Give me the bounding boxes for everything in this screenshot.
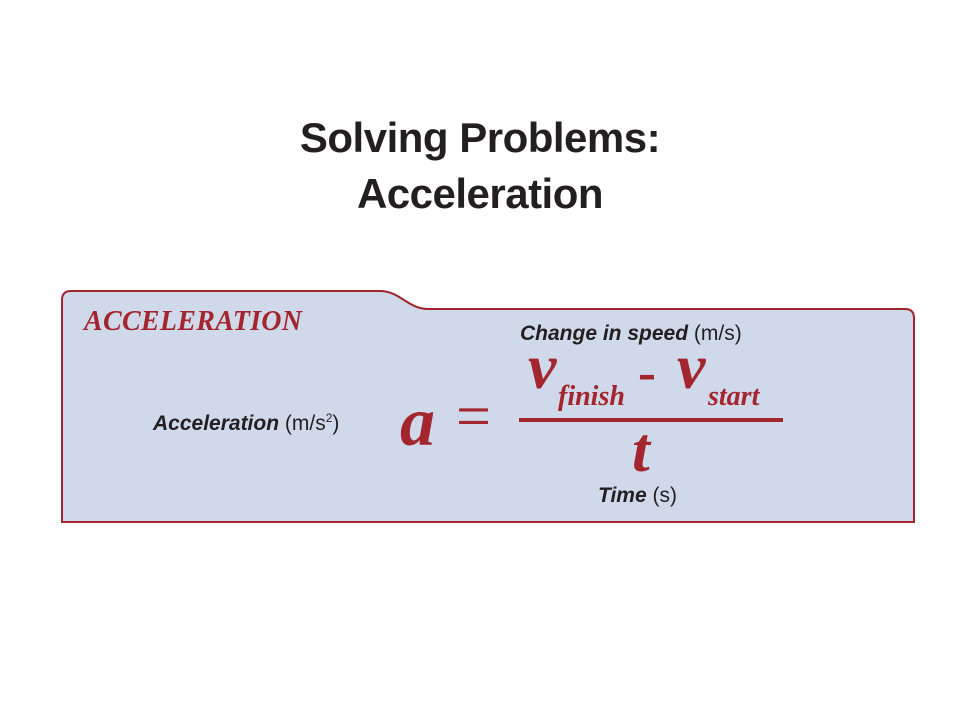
acceleration-text: Acceleration <box>153 412 280 435</box>
time-label: Time (s) <box>598 484 677 508</box>
title-line-1: Solving Problems: <box>299 114 661 161</box>
a-symbol: a <box>400 384 435 461</box>
acceleration-unit-base: (m/s <box>284 412 326 435</box>
acceleration-label: Acceleration (m/s2) <box>153 411 339 436</box>
equals-sign: = <box>456 383 491 451</box>
subscript-finish: finish <box>558 381 625 412</box>
acceleration-unit: (m/s2) <box>284 411 340 435</box>
change-in-speed-unit: (m/s) <box>693 322 742 345</box>
acceleration-unit-close: ) <box>332 412 340 435</box>
fraction-bar <box>519 418 783 422</box>
minus-sign: - <box>638 342 656 402</box>
title-line-2: Acceleration <box>356 170 604 217</box>
v-finish-symbol: v <box>528 331 557 402</box>
change-in-speed-text: Change in speed <box>520 322 689 345</box>
page-title: Solving Problems: Acceleration <box>0 110 960 222</box>
time-text: Time <box>598 484 647 507</box>
change-in-speed-label: Change in speed (m/s) <box>520 322 742 346</box>
time-unit: (s) <box>652 484 677 507</box>
acceleration-unit-exponent: 2 <box>325 411 333 425</box>
v-start-symbol: v <box>677 331 706 402</box>
card-heading: ACCELERATION <box>84 306 303 337</box>
t-symbol: t <box>632 414 650 485</box>
subscript-start: start <box>708 381 760 412</box>
